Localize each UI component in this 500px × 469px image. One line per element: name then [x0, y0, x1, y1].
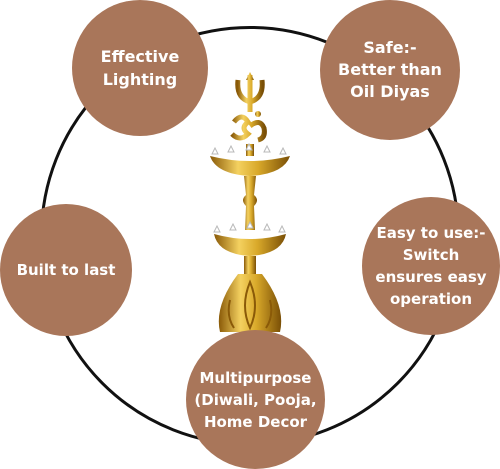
feature-bubble-built-to-last: Built to last [0, 204, 132, 336]
feature-text-multipurpose: Multipurpose (Diwali, Pooja, Home Decor [194, 368, 317, 431]
feature-bubble-easy-to-use: Easy to use:- Switch ensures easy operat… [362, 197, 500, 335]
feature-text-built-to-last: Built to last [16, 260, 116, 279]
feature-text-safe: Safe:- Better than Oil Diyas [338, 38, 442, 101]
feature-bubble-safe: Safe:- Better than Oil Diyas [320, 0, 460, 140]
feature-bubble-effective-lighting: Effective Lighting [72, 0, 208, 136]
brass-diya-lamp-icon [210, 72, 290, 332]
feature-text-effective-lighting: Effective Lighting [100, 47, 180, 89]
feature-bubble-multipurpose: Multipurpose (Diwali, Pooja, Home Decor [186, 330, 325, 469]
feature-text-easy-to-use: Easy to use:- Switch ensures easy operat… [375, 224, 487, 308]
